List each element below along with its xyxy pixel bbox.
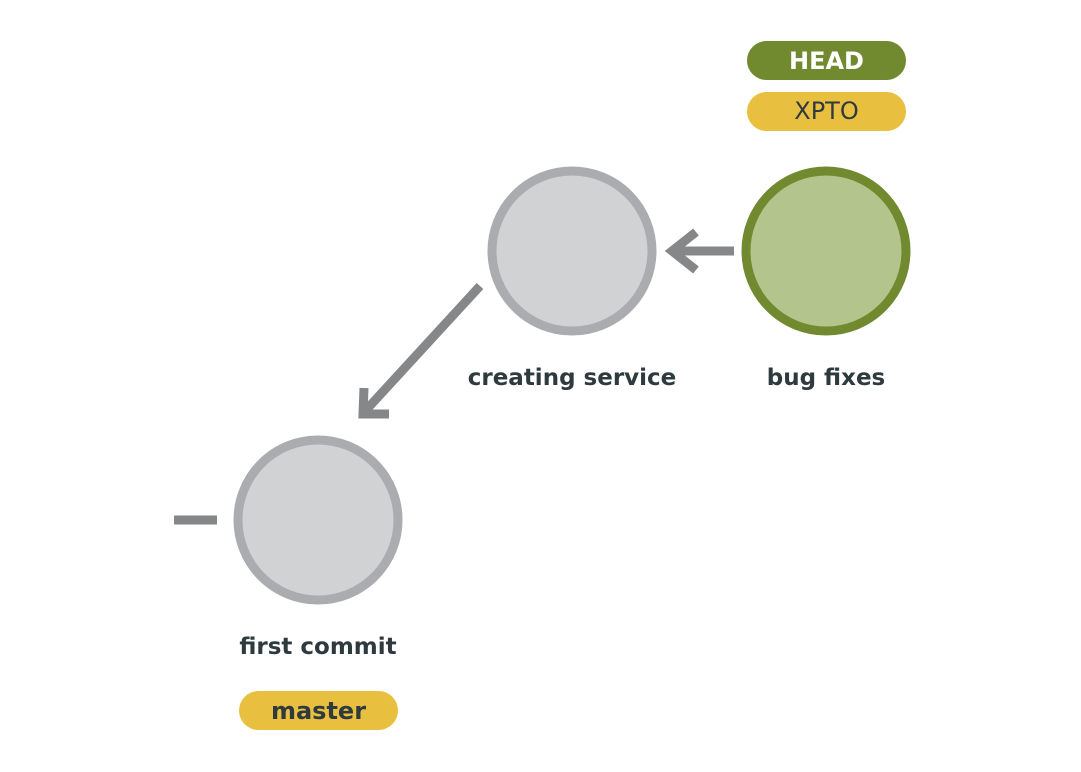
branch-tag-master[interactable]: master — [239, 691, 398, 730]
arrow-head — [664, 228, 699, 274]
commit-node-creating-service[interactable] — [487, 166, 657, 336]
head-tag-label: HEAD — [789, 47, 864, 75]
arrow-shaft — [363, 282, 484, 413]
branch-tag-master-pill — [239, 691, 398, 730]
arrow-head — [358, 387, 389, 419]
branch-tag-master-label: master — [271, 697, 366, 725]
commit-label-bug-fixes: bug fixes — [767, 365, 885, 391]
head-tag[interactable]: HEAD — [747, 41, 906, 80]
branch-tag-xpto[interactable]: XPTO — [747, 92, 906, 131]
arrow-bugfix-to-creating — [664, 228, 734, 274]
branch-tag-xpto-pill — [747, 92, 906, 131]
branch-tag-xpto-label: XPTO — [794, 97, 858, 125]
head-tag-pill — [747, 41, 906, 80]
commit-label-creating-service: creating service — [468, 365, 677, 391]
commit-node-first[interactable] — [233, 435, 403, 605]
commit-label-first: first commit — [239, 634, 396, 660]
commit-node-bug-fixes[interactable] — [741, 166, 911, 336]
arrow-creating-to-first — [358, 282, 484, 419]
